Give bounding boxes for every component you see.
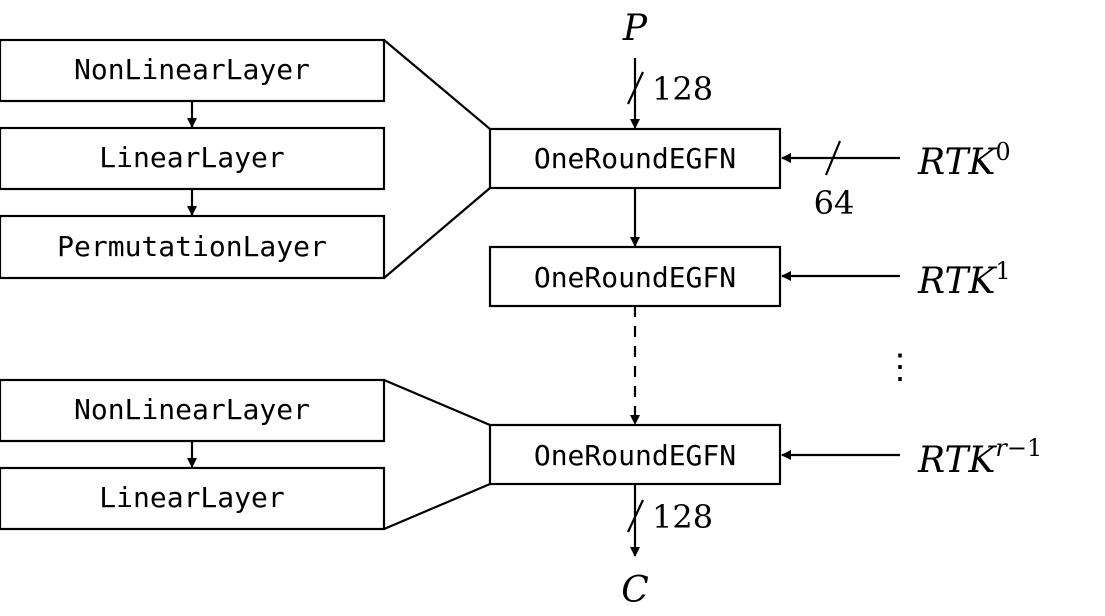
output-width-slash bbox=[627, 499, 644, 533]
round-label-second: OneRoundEGFN bbox=[534, 261, 736, 294]
upper-linear-layer-label: LinearLayer bbox=[99, 141, 284, 174]
upper-zoom-line-top bbox=[383, 39, 491, 130]
vertical-ellipsis: ⋮ bbox=[883, 347, 917, 387]
key0-width-label: 64 bbox=[814, 184, 855, 222]
upper-nonlinear-layer-box bbox=[0, 38, 386, 103]
round-key-1-label: RTK1 bbox=[917, 257, 1011, 302]
round-label-last: OneRoundEGFN bbox=[534, 439, 736, 472]
input-width-label: 128 bbox=[652, 70, 713, 108]
round-box-last bbox=[488, 423, 782, 486]
lower-nonlinear-layer-label: NonLinearLayer bbox=[74, 393, 310, 426]
ciphertext-symbol: C bbox=[621, 570, 649, 611]
round-key-0-base: RTK bbox=[917, 142, 997, 183]
lower-linear-layer-box bbox=[0, 466, 386, 531]
upper-layer-stack: NonLinearLayer LinearLayer PermutationLa… bbox=[0, 38, 491, 280]
round-key-last-sup-var: r bbox=[995, 434, 1008, 462]
lower-nonlinear-layer-box bbox=[0, 378, 386, 443]
lower-layer-stack: NonLinearLayer LinearLayer bbox=[0, 378, 491, 531]
key0-width-slash bbox=[824, 140, 842, 176]
round-key-last-sup-rest: −1 bbox=[1007, 434, 1042, 462]
round-key-last-label: RTKr−1 bbox=[917, 434, 1042, 481]
upper-permutation-layer-box bbox=[0, 214, 386, 280]
round-box-first bbox=[488, 127, 782, 190]
upper-linear-layer-box bbox=[0, 126, 386, 191]
upper-permutation-layer-label: PermutationLayer bbox=[57, 230, 327, 263]
output-width-label: 128 bbox=[652, 498, 713, 536]
round-label-first: OneRoundEGFN bbox=[534, 142, 736, 175]
lower-linear-layer-label: LinearLayer bbox=[99, 481, 284, 514]
round-key-1-sup: 1 bbox=[995, 257, 1010, 285]
input-width-slash bbox=[627, 71, 644, 105]
upper-nonlinear-layer-label: NonLinearLayer bbox=[74, 53, 310, 86]
round-key-1-base: RTK bbox=[917, 261, 997, 302]
round-key-0-label: RTK0 bbox=[917, 138, 1011, 183]
round-key-0-sup: 0 bbox=[995, 138, 1010, 166]
lower-zoom-line-top bbox=[383, 378, 491, 427]
upper-zoom-line-bottom bbox=[383, 187, 491, 279]
lower-zoom-line-bottom bbox=[383, 482, 491, 531]
round-key-last-base: RTK bbox=[917, 440, 997, 481]
plaintext-symbol: P bbox=[622, 8, 648, 49]
